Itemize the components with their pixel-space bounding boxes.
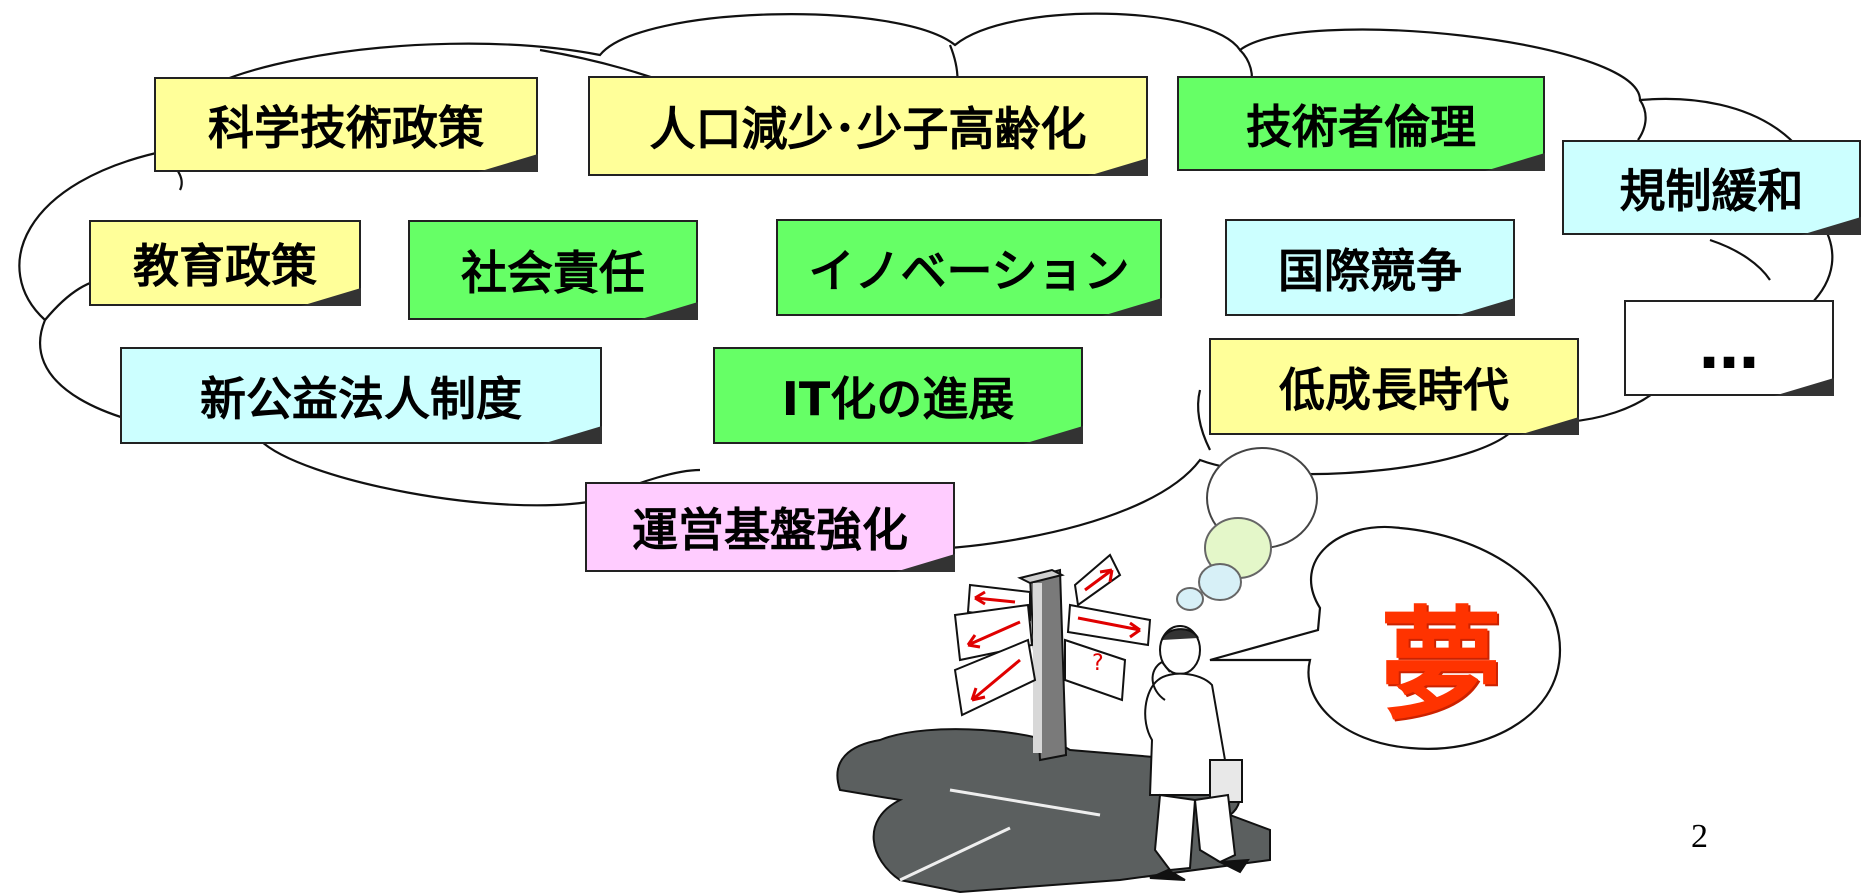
businessman-figure (1144, 625, 1250, 881)
keyword-science-policy: 科学技術政策 (154, 77, 538, 172)
keyword-low-growth: 低成長時代 (1209, 338, 1579, 435)
page-number: 2 (1691, 818, 1708, 855)
keyword-aging: 人口減少･少子高齢化 (588, 76, 1148, 176)
thought-bubbles (1176, 447, 1318, 611)
keyword-social-responsibility: 社会責任 (408, 220, 698, 320)
dream-character: 夢 (1380, 592, 1502, 737)
keyword-public-interest-corp: 新公益法人制度 (120, 347, 602, 444)
keyword-governance: 運営基盤強化 (585, 482, 955, 572)
keyword-innovation: イノベーション (776, 219, 1162, 316)
keyword-engineer-ethics: 技術者倫理 (1177, 76, 1545, 171)
keyword-deregulation: 規制緩和 (1562, 140, 1861, 235)
keyword-ellipsis: … (1624, 300, 1834, 396)
keyword-education-policy: 教育政策 (89, 220, 361, 306)
speech-bubble (1209, 525, 1562, 750)
signpost: ? (953, 553, 1152, 762)
keyword-it-progress: IT化の進展 (713, 347, 1083, 444)
keyword-intl-competition: 国際競争 (1225, 219, 1515, 316)
svg-text:?: ? (1092, 651, 1104, 676)
